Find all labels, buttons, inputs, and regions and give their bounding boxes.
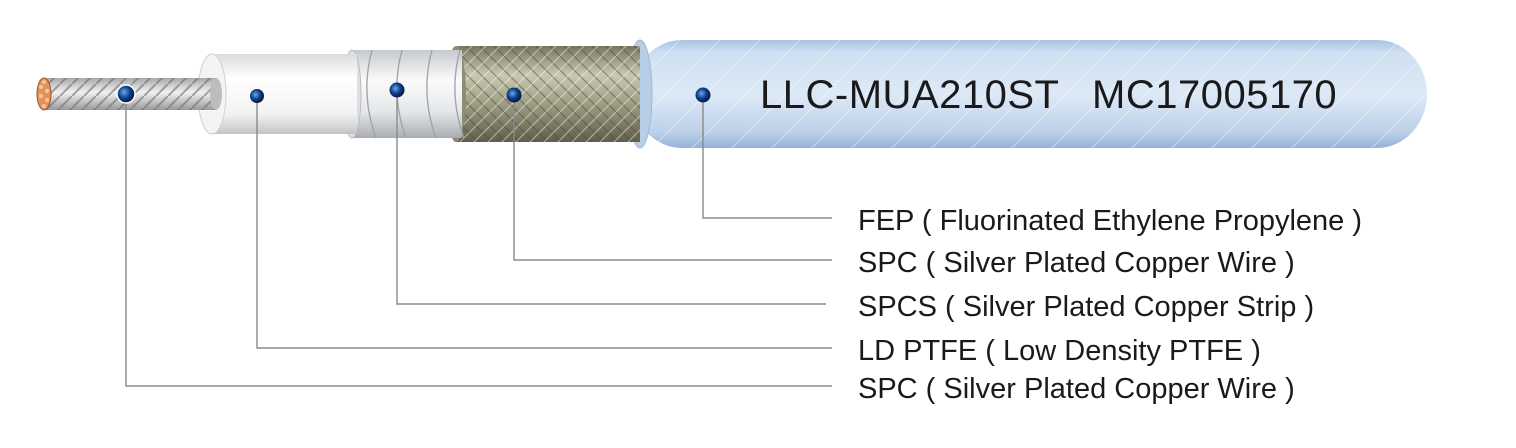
jacket-print-part-number: LLC-MUA210ST [760,73,1059,117]
leader-line-dielectric [256,96,832,349]
label-jacket: FEP ( Fluorinated Ethylene Propylene ) [858,205,1362,237]
jacket-print-lot-code: MC17005170 [1092,73,1337,117]
marker-dot-braid [506,87,522,103]
label-strip: SPCS ( Silver Plated Copper Strip ) [858,291,1314,323]
layer-labels: FEP ( Fluorinated Ethylene Propylene ) S… [858,205,1362,405]
label-conductor: SPC ( Silver Plated Copper Wire ) [858,373,1295,405]
leader-lines [125,90,832,387]
label-dielectric: LD PTFE ( Low Density PTFE ) [858,335,1261,367]
copper-strip-wrap [342,49,465,139]
marker-dot-conductor [116,84,136,104]
braid-shield [446,46,640,142]
dielectric-ptfe [197,53,357,135]
leader-line-jacket [702,95,832,219]
marker-dot-jacket [695,87,711,103]
marker-dot-dielectric [250,89,264,103]
layer-markers [116,82,711,104]
leader-line-braid [513,95,832,261]
jacket-fep [627,39,1427,149]
leader-line-strip [396,90,826,305]
leader-line-conductor [125,94,832,387]
label-braid: SPC ( Silver Plated Copper Wire ) [858,247,1295,279]
marker-dot-strip [389,82,405,98]
